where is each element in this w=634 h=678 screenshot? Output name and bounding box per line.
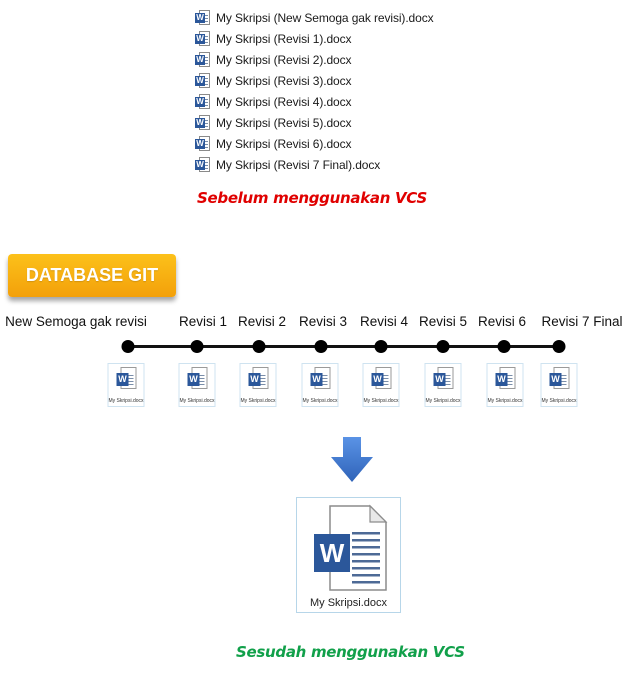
word-doc-icon: W (195, 51, 211, 68)
word-doc-icon: W (314, 504, 388, 591)
word-badge: W (495, 373, 508, 386)
timeline-doc-caption: My Skripsi.docx (179, 398, 215, 404)
word-badge: W (433, 373, 446, 386)
timeline-doc-thumbnail[interactable]: W My Skripsi.docx (107, 363, 145, 407)
timeline-doc-caption: My Skripsi.docx (541, 398, 577, 404)
word-badge: W (310, 373, 323, 386)
file-name: My Skripsi (Revisi 5).docx (216, 115, 352, 130)
timeline-label: Revisi 3 (298, 314, 348, 329)
timeline-doc-caption: My Skripsi.docx (363, 398, 399, 404)
timeline-doc-thumbnail[interactable]: W My Skripsi.docx (486, 363, 524, 407)
timeline-doc-caption: My Skripsi.docx (487, 398, 523, 404)
word-badge: W (371, 373, 384, 386)
word-doc-icon: W (195, 30, 211, 47)
timeline-commit-dot[interactable] (436, 340, 450, 353)
timeline-doc-thumbnail[interactable]: W My Skripsi.docx (540, 363, 578, 407)
final-document-caption: My Skripsi.docx (309, 597, 388, 609)
word-doc-icon: W (195, 156, 211, 173)
timeline-commit-dot[interactable] (314, 340, 328, 353)
file-name: My Skripsi (Revisi 7 Final).docx (216, 157, 381, 172)
file-list-item[interactable]: W My Skripsi (Revisi 4).docx (195, 91, 495, 112)
file-list-item[interactable]: W My Skripsi (Revisi 3).docx (195, 70, 495, 91)
word-doc-icon: W (195, 114, 211, 131)
file-list-item[interactable]: W My Skripsi (Revisi 1).docx (195, 28, 495, 49)
down-arrow-icon (331, 437, 373, 482)
timeline-label: Revisi 5 (418, 314, 468, 329)
timeline-doc-caption: My Skripsi.docx (108, 398, 144, 404)
timeline-doc-thumbnail[interactable]: W My Skripsi.docx (362, 363, 400, 407)
word-doc-icon: W (195, 135, 211, 152)
word-badge: W (248, 373, 261, 386)
timeline-doc-caption: My Skripsi.docx (302, 398, 338, 404)
timeline-label: Revisi 1 (178, 314, 228, 329)
word-badge: W (187, 373, 200, 386)
word-badge: W (549, 373, 562, 386)
timeline-doc-thumbnail[interactable]: W My Skripsi.docx (301, 363, 339, 407)
timeline-line (128, 345, 560, 348)
caption-after-vcs: Sesudah menggunakan VCS (236, 643, 465, 661)
file-name: My Skripsi (Revisi 3).docx (216, 73, 352, 88)
timeline-doc-caption: My Skripsi.docx (425, 398, 461, 404)
word-doc-icon: W (195, 93, 211, 110)
file-list-item[interactable]: W My Skripsi (Revisi 5).docx (195, 112, 495, 133)
final-document[interactable]: W My Skripsi.docx (296, 497, 401, 613)
timeline-commit-dot[interactable] (497, 340, 511, 353)
file-list: W My Skripsi (New Semoga gak revisi).docx… (195, 7, 495, 175)
timeline-doc-caption: My Skripsi.docx (240, 398, 276, 404)
file-name: My Skripsi (Revisi 2).docx (216, 52, 352, 67)
file-name: My Skripsi (Revisi 4).docx (216, 94, 352, 109)
file-list-item[interactable]: W My Skripsi (Revisi 6).docx (195, 133, 495, 154)
word-doc-icon: W (195, 9, 211, 26)
timeline-doc-thumbnail[interactable]: W My Skripsi.docx (178, 363, 216, 407)
timeline-label: Revisi 6 (477, 314, 527, 329)
timeline-commit-dot[interactable] (552, 340, 566, 353)
timeline-doc-thumbnail[interactable]: W My Skripsi.docx (239, 363, 277, 407)
file-list-item[interactable]: W My Skripsi (Revisi 2).docx (195, 49, 495, 70)
database-git-button[interactable]: DATABASE GIT (8, 254, 176, 297)
timeline-doc-thumbnail[interactable]: W My Skripsi.docx (424, 363, 462, 407)
timeline-label: Revisi 2 (237, 314, 287, 329)
timeline-label: Revisi 7 Final (541, 314, 623, 329)
word-badge: W (116, 373, 129, 386)
timeline-label: Revisi 4 (359, 314, 409, 329)
caption-before-vcs: Sebelum menggunakan VCS (197, 189, 427, 207)
timeline-commit-dot[interactable] (190, 340, 204, 353)
file-name: My Skripsi (Revisi 6).docx (216, 136, 352, 151)
timeline-commit-dot[interactable] (252, 340, 266, 353)
svg-text:W: W (320, 538, 345, 568)
timeline-label: New Semoga gak revisi (5, 314, 147, 329)
file-list-item[interactable]: W My Skripsi (New Semoga gak revisi).docx (195, 7, 495, 28)
word-doc-icon: W (195, 72, 211, 89)
file-list-item[interactable]: W My Skripsi (Revisi 7 Final).docx (195, 154, 495, 175)
file-name: My Skripsi (New Semoga gak revisi).docx (216, 10, 434, 25)
timeline-commit-dot[interactable] (121, 340, 135, 353)
timeline-commit-dot[interactable] (374, 340, 388, 353)
file-name: My Skripsi (Revisi 1).docx (216, 31, 352, 46)
